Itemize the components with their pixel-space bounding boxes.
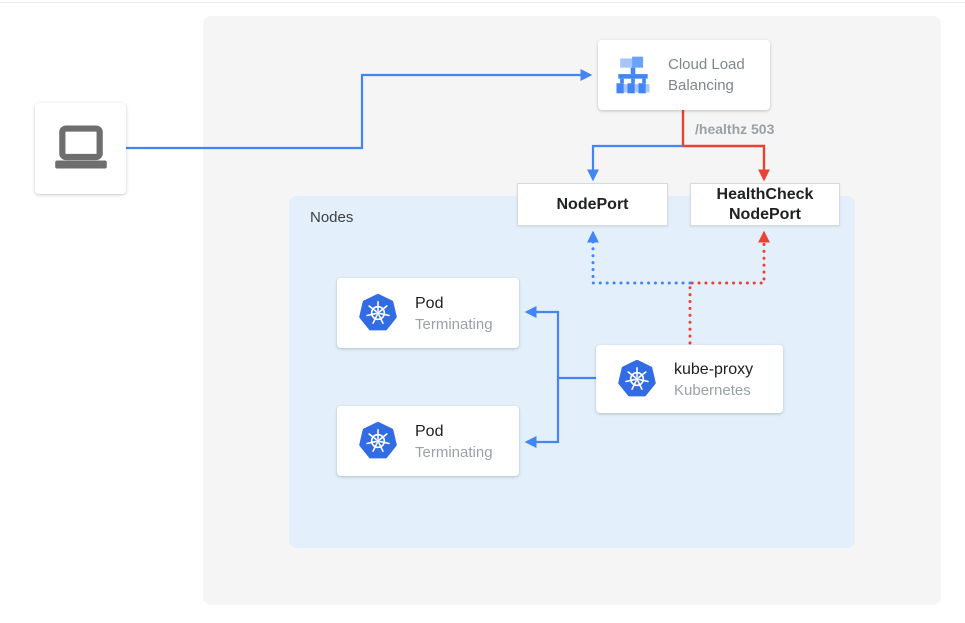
healthcheck-nodeport-box: HealthCheck NodePort [690,183,840,226]
pod-card: Pod Terminating [337,406,519,476]
cloud-load-balancing-label: Cloud Load Balancing [668,56,745,94]
laptop-icon [54,124,107,169]
load-balancer-icon [616,56,650,94]
pod-card: Pod Terminating [337,278,519,348]
page-top-divider [0,2,965,3]
cloud-load-balancing-card: Cloud Load Balancing [598,40,770,110]
pod-status: Terminating [415,443,493,461]
kubernetes-icon [359,293,397,331]
healthcheck-nodeport-label: HealthCheck NodePort [716,185,814,223]
nodes-panel-label: Nodes [310,209,354,226]
kube-proxy-title: kube-proxy [674,360,754,378]
pod-title: Pod [415,294,444,312]
client-device-card [35,103,126,194]
kubernetes-icon [618,359,656,397]
pod-status: Terminating [415,315,493,333]
nodeport-box: NodePort [517,183,668,226]
kubernetes-icon [359,421,397,459]
pod-title: Pod [415,422,444,440]
healthz-status-label: /healthz 503 [695,121,775,137]
kube-proxy-subtitle: Kubernetes [674,381,751,399]
nodeport-label: NodePort [556,195,629,213]
kube-proxy-card: kube-proxy Kubernetes [596,345,783,413]
